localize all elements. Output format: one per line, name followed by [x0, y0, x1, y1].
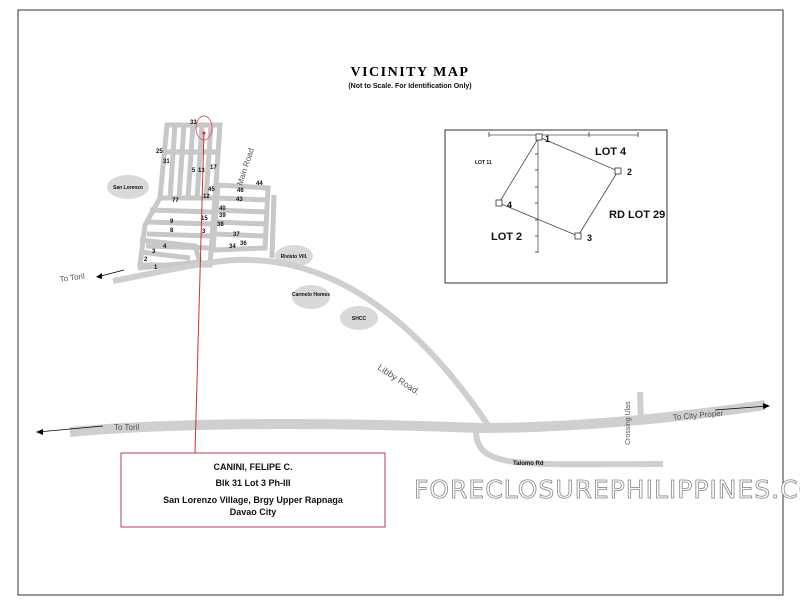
- subdivision-blocks: [137, 122, 277, 271]
- landmark-label: SHCC: [352, 316, 367, 322]
- block-number: 40: [219, 206, 226, 212]
- lot-label: RD LOT 29: [609, 209, 665, 221]
- block-number: 39: [219, 213, 226, 219]
- block-number: 43: [236, 197, 243, 203]
- block-number: 46: [237, 188, 244, 194]
- arrow-to-city: [714, 405, 769, 411]
- block-number: 36: [240, 241, 247, 247]
- property-city: Davao City: [230, 507, 277, 517]
- landmark-label: Rivisto Vill.: [281, 254, 308, 260]
- block-number: 15: [201, 216, 208, 222]
- corner-label: 2: [627, 167, 632, 177]
- landmark-san-lorenzo: [107, 175, 149, 199]
- lot-plan-inset: 1 2 3 4 LOT 11 LOT 4 LOT 2 RD LOT 29: [444, 129, 668, 284]
- block-number: 38: [217, 222, 224, 228]
- map-subtitle: (Not to Scale. For Identification Only): [348, 83, 471, 90]
- block-number: 45: [208, 187, 215, 193]
- landmark-label: Carmelo Homes: [292, 292, 330, 298]
- crossing-ulas-road: [637, 391, 644, 421]
- lot-label: LOT 2: [491, 231, 522, 243]
- block-number: 13: [198, 168, 205, 174]
- libby-road: [112, 256, 491, 427]
- corner-label: 4: [507, 200, 512, 210]
- block-number: 33: [190, 120, 197, 126]
- block-number: 9: [170, 219, 174, 225]
- crossing-ulas-label: Crossing Ulas: [625, 401, 632, 445]
- block-number: 44: [256, 181, 263, 187]
- arrow-head-icon: [763, 403, 770, 409]
- block-number: 3: [152, 249, 156, 255]
- block-number: 1: [154, 265, 158, 271]
- map-title: VICINITY MAP: [351, 65, 470, 80]
- block-number: 4: [163, 244, 167, 250]
- lot-description: Blk 31 Lot 3 Ph-III: [215, 478, 290, 488]
- to-toril-upper-label: To Toril: [59, 272, 85, 284]
- block-number: 12: [203, 194, 210, 200]
- block-number: 37: [233, 232, 240, 238]
- block-number: 3: [202, 229, 206, 235]
- lot-label: LOT 4: [595, 146, 627, 158]
- corner-label: 1: [545, 134, 550, 144]
- block-number: 8: [170, 228, 174, 234]
- arrow-to-toril-lower: [37, 425, 104, 433]
- block-number: 25: [156, 149, 163, 155]
- property-info-box: [120, 452, 386, 528]
- watermark: FORECLOSUREPHILIPPINES.COM: [414, 475, 800, 504]
- property-address: San Lorenzo Village, Brgy Upper Rapnaga: [163, 495, 344, 505]
- landmark-label: San Lorenzo: [113, 185, 143, 191]
- arrow-head-icon: [96, 273, 102, 279]
- location-pointer-line: [194, 131, 205, 454]
- block-number: 2: [144, 257, 148, 263]
- to-toril-lower-label: To Toril: [114, 423, 139, 432]
- block-number: 17: [210, 165, 217, 171]
- block-number: 34: [229, 244, 236, 250]
- arrow-head-icon: [36, 429, 43, 435]
- lot-label: LOT 11: [475, 160, 492, 166]
- block-number: 5: [192, 168, 196, 174]
- talomo-road: [473, 429, 664, 468]
- highway: [69, 400, 766, 437]
- talomo-rd-label: Talomo Rd: [513, 461, 544, 467]
- to-city-proper-label: To City Proper: [672, 409, 724, 422]
- block-number: 31: [163, 159, 170, 165]
- block-number: 77: [172, 198, 179, 204]
- landmark-carmelo-homes: [292, 285, 330, 309]
- location-dot: [202, 131, 206, 135]
- landmark-shcc: [340, 306, 378, 330]
- owner-name: CANINI, FELIPE C.: [213, 462, 292, 472]
- corner-label: 3: [587, 233, 592, 243]
- block-numbers: 33 25 31 17 44 46 43 40 39 38 37 36 34 9…: [144, 120, 263, 271]
